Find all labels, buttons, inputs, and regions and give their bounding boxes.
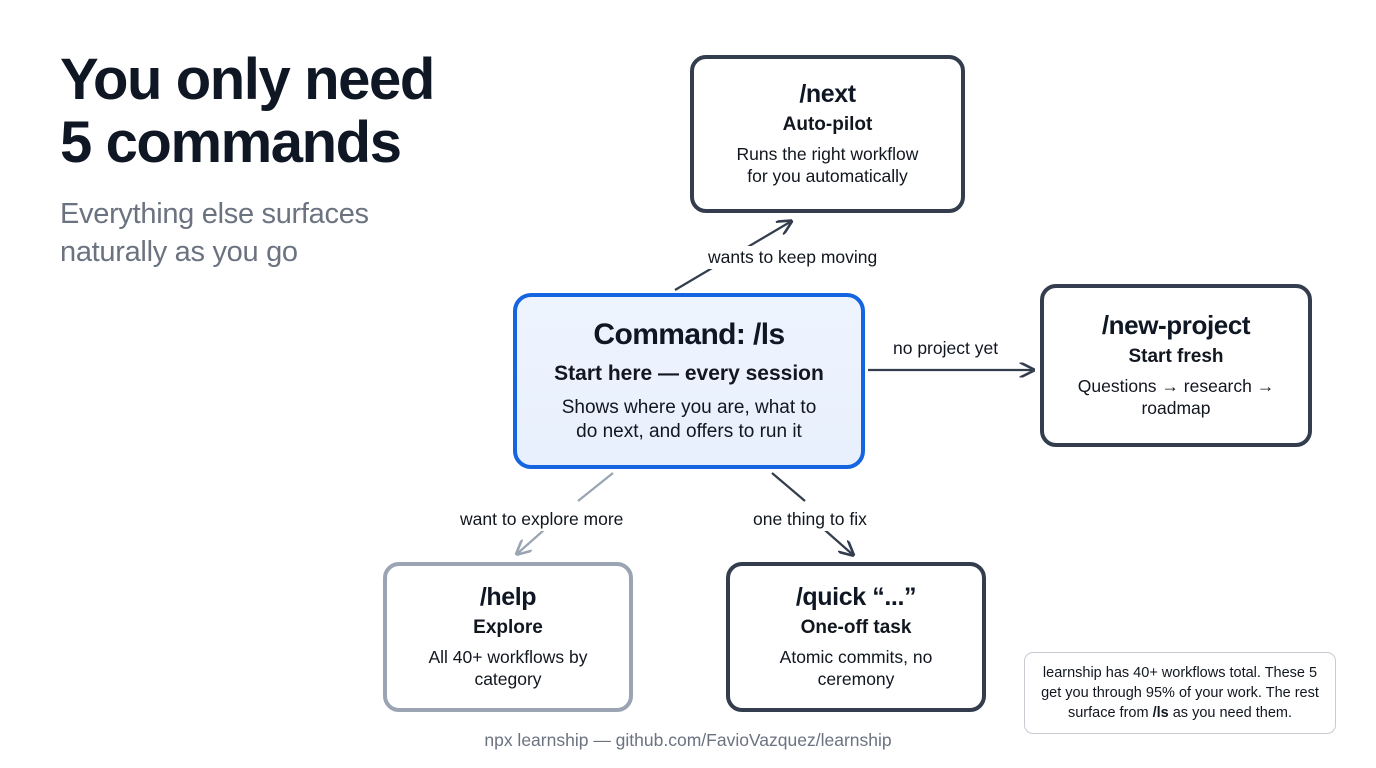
node-next[interactable]: /next Auto-pilot Runs the right workflow… <box>690 55 965 213</box>
footnote-emphasis: /ls <box>1152 705 1169 721</box>
edge-label-ls-to-quick: one thing to fix <box>748 508 872 531</box>
node-ls-command: Command: /ls <box>593 318 785 352</box>
node-next-command: /next <box>799 80 856 109</box>
hero-block: You only need 5 commands Everything else… <box>60 48 540 272</box>
node-help-description: All 40+ workflows by category <box>428 646 588 689</box>
edge-label-ls-to-help: want to explore more <box>455 508 629 531</box>
edge-ls-to-help <box>577 472 614 502</box>
node-next-description: Runs the right workflow for you automati… <box>736 143 919 186</box>
node-ls-description: Shows where you are, what to do next, an… <box>561 397 817 442</box>
edge-ls-to-quick <box>771 472 806 502</box>
node-help-role: Explore <box>473 617 543 639</box>
footnote-card: learnship has 40+ workflows total. These… <box>1024 652 1336 734</box>
page-title: You only need 5 commands <box>60 47 435 176</box>
node-new-project-role: Start fresh <box>1128 346 1224 368</box>
node-quick-command: /quick “...” <box>795 583 917 612</box>
node-help[interactable]: /help Explore All 40+ workflows by categ… <box>383 562 633 712</box>
node-quick[interactable]: /quick “...” One-off task Atomic commits… <box>726 562 986 712</box>
footnote-text-part2: as you need them. <box>1168 705 1293 721</box>
node-new-project-command: /new-project <box>1101 310 1251 341</box>
node-new-project-description: Questions → research → roadmap <box>1077 375 1275 418</box>
node-ls-role: Start here — every session <box>554 361 824 385</box>
footnote-text-part1: learnship has 40+ workflows total. These… <box>1041 665 1319 721</box>
node-next-role: Auto-pilot <box>782 114 873 136</box>
node-help-command: /help <box>479 583 537 612</box>
edge-label-ls-to-next: wants to keep moving <box>703 246 883 269</box>
node-quick-description: Atomic commits, no ceremony <box>779 646 933 689</box>
node-ls[interactable]: Command: /ls Start here — every session … <box>513 293 865 469</box>
edge-label-ls-to-new-project: no project yet <box>888 337 1004 360</box>
node-new-project[interactable]: /new-project Start fresh Questions → res… <box>1040 284 1312 447</box>
node-quick-role: One-off task <box>800 617 912 639</box>
footer-caption: npx learnship — github.com/FavioVazquez/… <box>484 730 892 750</box>
page-subtitle: Everything else surfaces naturally as yo… <box>60 198 369 269</box>
